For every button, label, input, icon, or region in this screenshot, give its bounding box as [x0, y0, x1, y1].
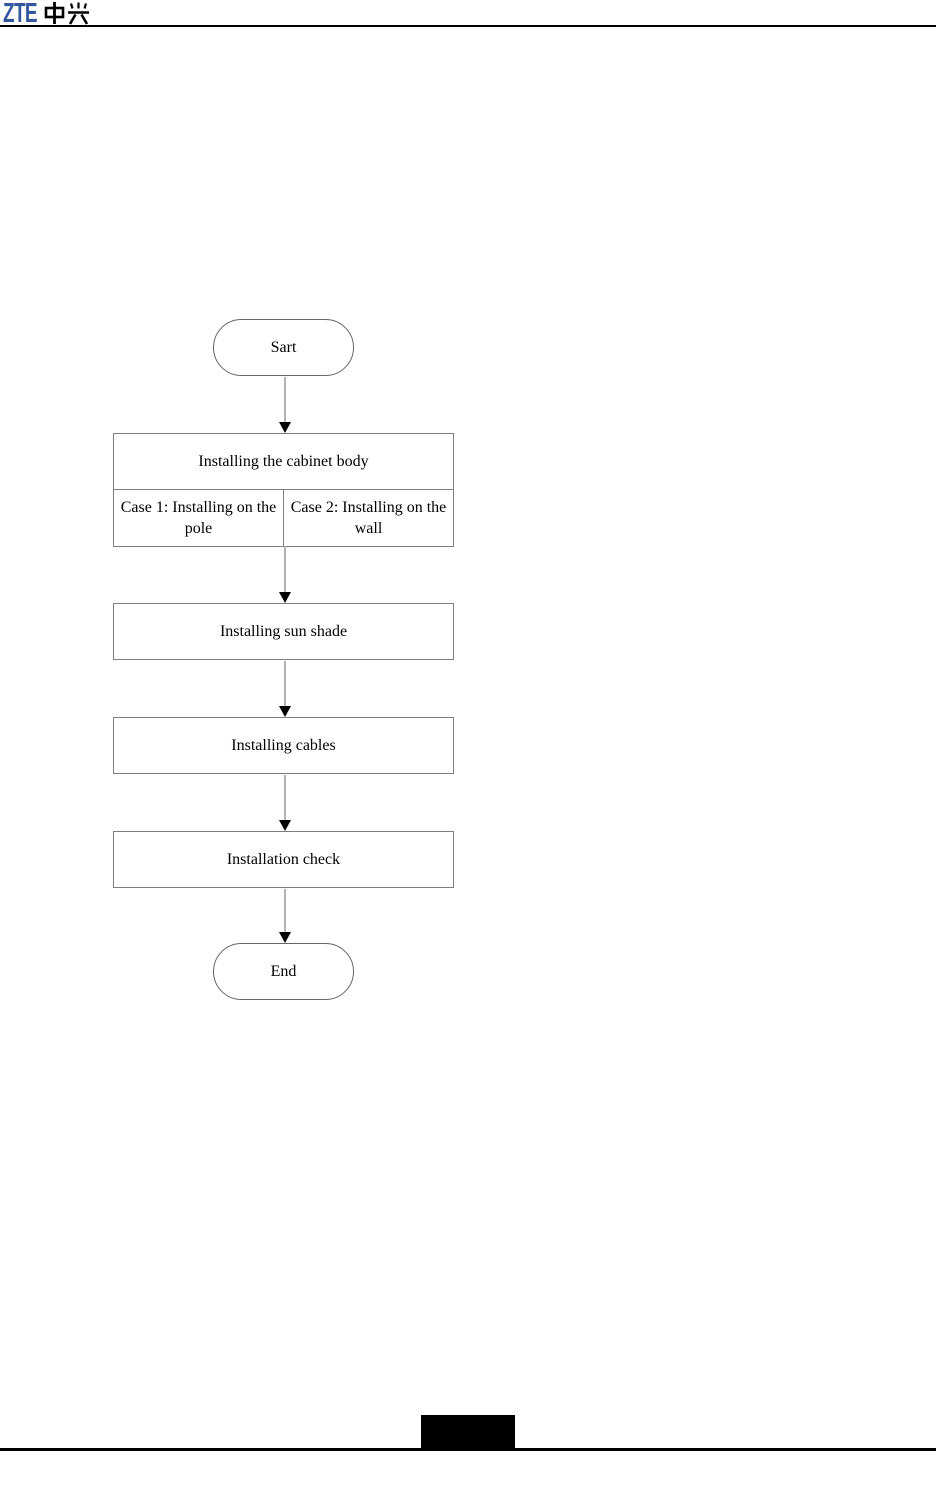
zte-logo: ZTE [3, 0, 90, 28]
cabinet-node-label: Installing the cabinet body [114, 434, 453, 490]
check-node-label: Installation check [226, 851, 341, 868]
connector-line [283, 546, 286, 592]
header-divider [0, 25, 936, 27]
cabinet-cases-row: Case 1: Installing on the pole Case 2: I… [114, 490, 453, 546]
flowchart-node-start: Sart [213, 319, 354, 376]
footer-divider [0, 1448, 936, 1451]
arrowhead-icon [278, 592, 291, 603]
connector-line [283, 661, 286, 706]
flowchart-node-end: End [213, 943, 354, 1000]
connector-line [283, 775, 286, 820]
sunshade-node-label: Installing sun shade [219, 623, 348, 640]
cabinet-case-pole: Case 1: Installing on the pole [120, 499, 277, 537]
connector-sunshade-to-cables [278, 661, 291, 717]
arrowhead-icon [278, 422, 291, 433]
zte-logo-text: ZTE [3, 0, 38, 28]
connector-cabinet-to-sunshade [278, 546, 291, 603]
arrowhead-icon [278, 932, 291, 943]
cabinet-case-wall: Case 2: Installing on the wall [283, 490, 453, 546]
connector-line [283, 377, 286, 422]
flowchart-node-cables: Installing cables [113, 717, 454, 774]
arrowhead-icon [278, 706, 291, 717]
flowchart-node-sunshade: Installing sun shade [113, 603, 454, 660]
flowchart-node-check: Installation check [113, 831, 454, 888]
cables-node-label: Installing cables [231, 737, 336, 754]
end-node-label: End [270, 963, 297, 980]
connector-line [283, 889, 286, 932]
connector-start-to-cabinet [278, 377, 291, 433]
zhongxing-cjk-logo-icon [44, 2, 89, 25]
arrowhead-icon [278, 820, 291, 831]
connector-cables-to-check [278, 775, 291, 831]
start-node-label: Sart [270, 339, 297, 356]
connector-check-to-end [278, 889, 291, 943]
flowchart-node-cabinet: Installing the cabinet body Case 1: Inst… [113, 433, 454, 547]
page-number-block [421, 1415, 515, 1449]
